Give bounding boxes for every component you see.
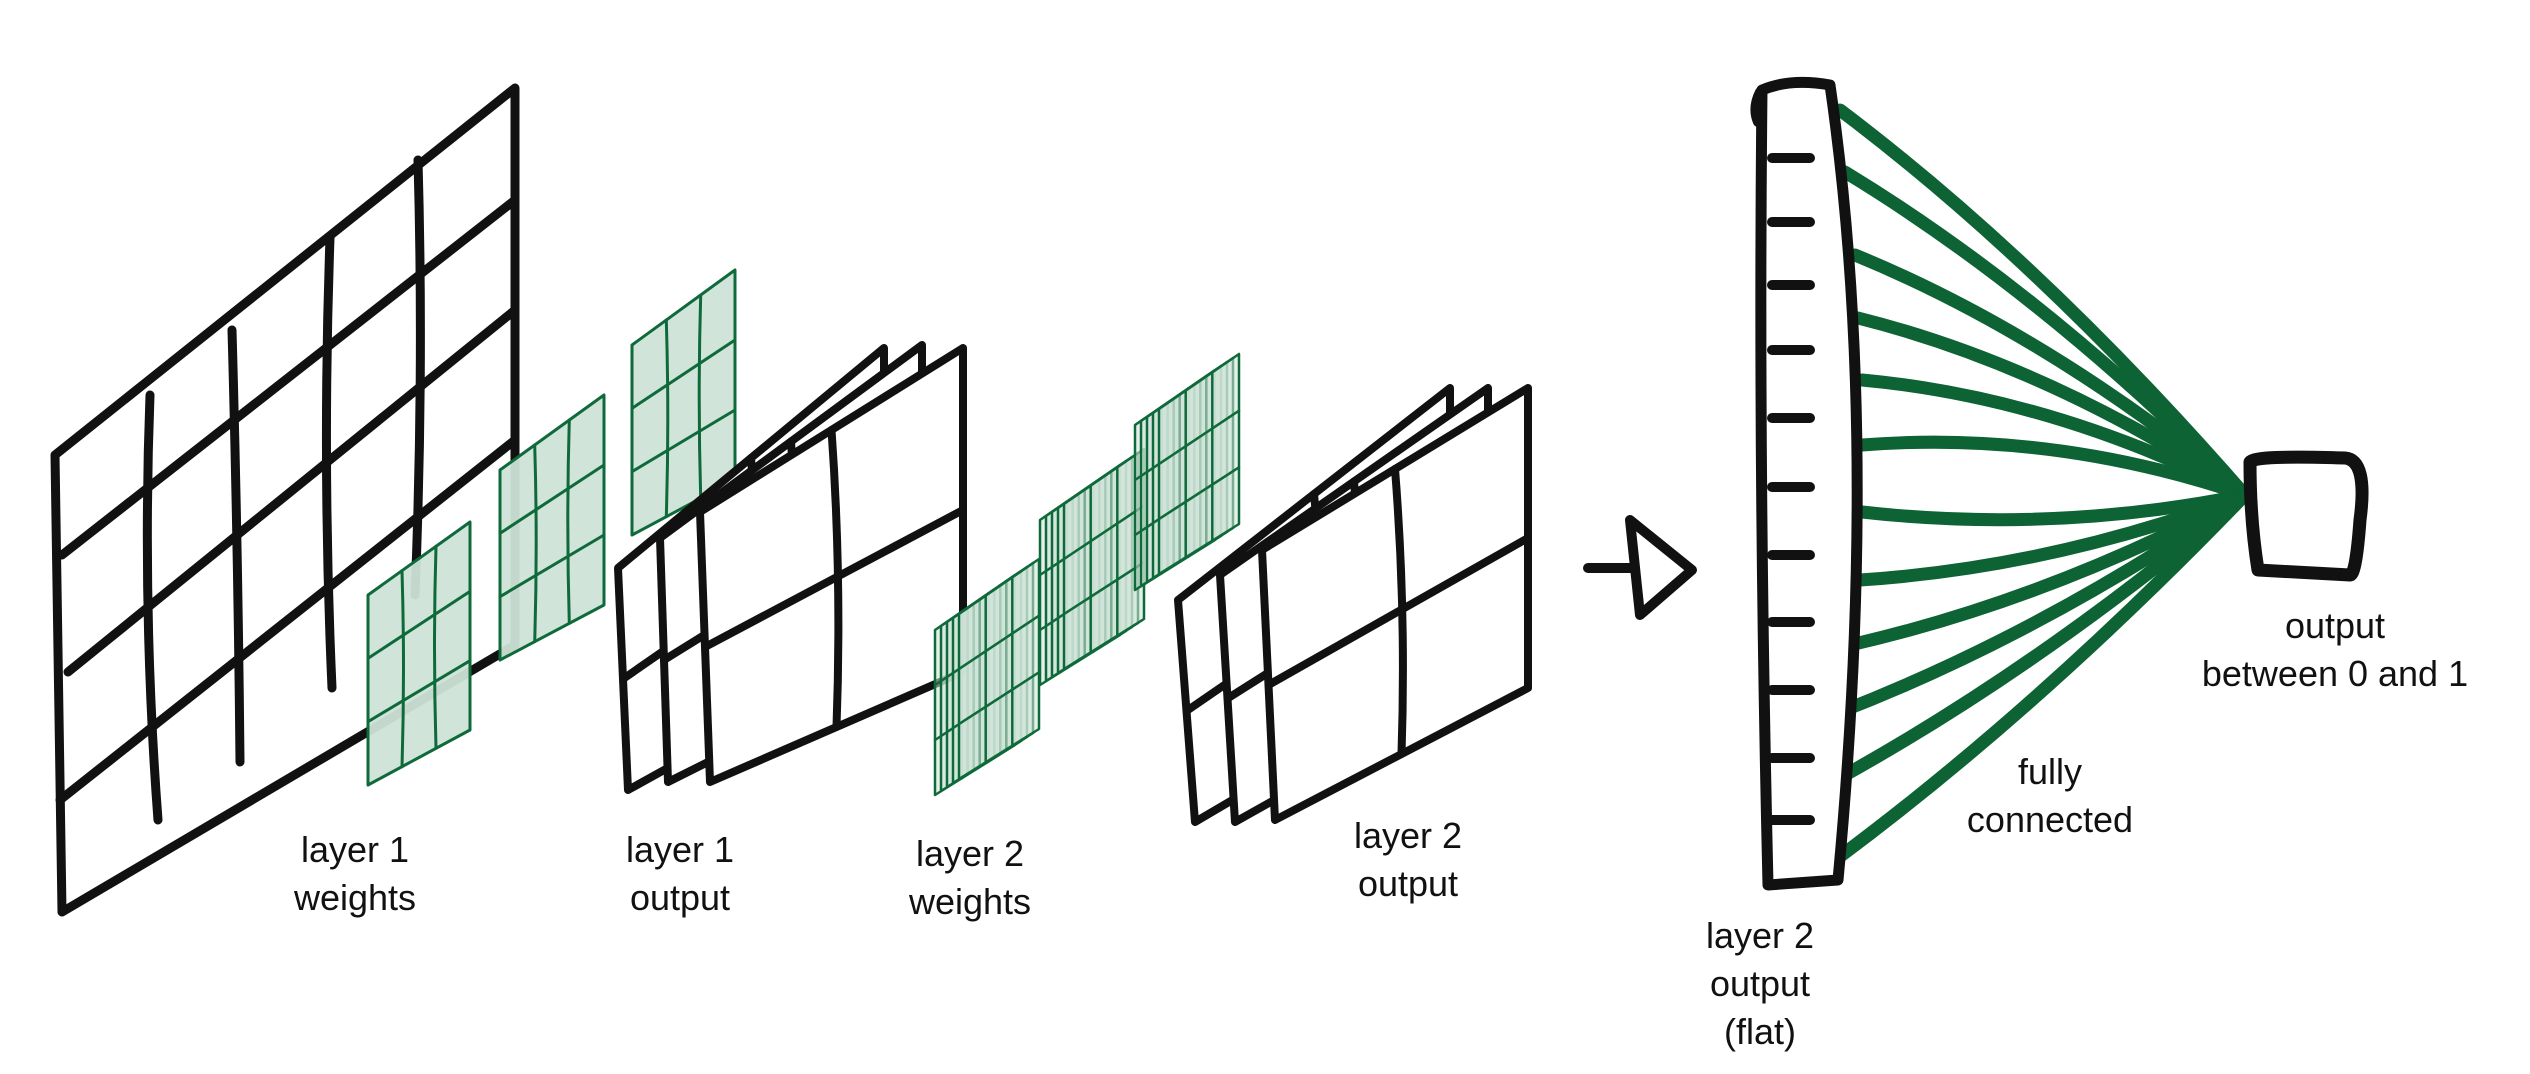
layer2-filter-hline [957,614,1041,671]
input-grid-vline [227,325,245,767]
layer2-filter-stack-2 [1038,447,1146,687]
arrow-head [1625,515,1697,620]
layer2-map-3 [1258,384,1532,824]
layer1-filter-2-hline [498,533,606,599]
arrow-right-icon [1583,515,1697,620]
connection-line [1843,488,2252,652]
connection-line [1855,488,2252,527]
layer1-filter-3-hline [630,408,737,474]
layer1-filter-3-vline [664,318,670,519]
input-grid-hline [55,435,520,805]
fully-connected-lines [1829,103,2252,865]
layer2-output-maps [1174,384,1532,826]
input-grid-hline [63,305,520,677]
layer1-filter-2-vline [533,443,538,644]
final-output-node [2243,450,2369,582]
connection-line [1853,488,2252,587]
layer2-filter-frame [1157,352,1241,576]
layer1-filter-1 [366,520,472,787]
layer1-filter-1-hline [366,589,472,660]
connection-line [1855,373,2252,502]
layer2-map-3-hline [1264,534,1532,689]
connection-line [1831,488,2252,865]
layer1-weights-filters [366,268,737,787]
layer2-filter [1062,447,1146,671]
flat-vector-curl [1750,87,1765,127]
input-grid-vline [410,155,425,600]
layer2-filter-hline [1157,409,1241,466]
final-output-box [2243,450,2369,582]
layer2-filter-hline [1062,561,1146,616]
layer2-filter-hline [1157,466,1241,521]
connection-line [1855,435,2252,502]
connection-line [1833,488,2252,719]
flat-output-vector [1750,76,1863,891]
layer2-filter-hline [1062,504,1146,561]
layer1-filter-2-hline [498,463,606,535]
input-image-grid [50,83,520,917]
layer2-filter-frame [957,557,1041,781]
layer2-filter [1157,352,1241,576]
layer1-filter-2 [498,393,606,662]
input-grid-hline [57,195,520,560]
connection-line [1838,165,2252,502]
layer1-filter-1-vline [433,544,438,750]
layer2-map-3-frame [1258,384,1532,824]
layer1-map-3-hline [701,506,967,651]
connection-line [1848,248,2252,502]
layer1-filter-2-vline [566,418,571,625]
layer1-filter-1-vline [400,569,405,769]
layer2-filter-frame [1062,447,1146,671]
layer2-weights-filters [933,352,1241,797]
layer1-filter-3-vline [697,293,703,500]
layer1-filter-1-hline [366,659,472,724]
connection-line [1829,488,2252,787]
layer2-filter-stack-3 [1133,352,1241,592]
layer1-filter-3-hline [630,338,737,410]
layer1-output-maps [614,341,967,794]
layer2-filter-hline [957,671,1041,726]
layer2-filter-stack-1 [933,557,1041,797]
connection-line [1851,311,2252,502]
layer2-filter [957,557,1041,781]
